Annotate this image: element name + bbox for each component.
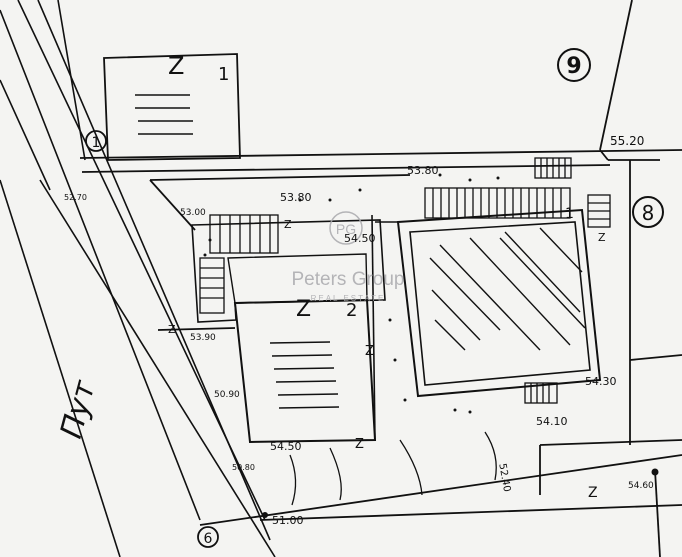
building-labels: Z 1 Z 2 1 — [168, 52, 574, 322]
parcel-boundaries — [79, 0, 682, 557]
watermark-tagline: REAL ESTATE — [311, 294, 386, 303]
watermark-logo-icon — [329, 211, 363, 245]
parcel-number-1: 1 — [92, 135, 101, 151]
street-name: Пут — [54, 376, 103, 442]
parcel-1-circle — [85, 130, 107, 152]
building-z2-number: 2 — [346, 300, 357, 321]
elevation-label: 54.60 — [628, 481, 654, 491]
parcel-9-circle — [557, 48, 591, 82]
watermark-monogram: PG — [336, 221, 356, 237]
staircases — [199, 157, 611, 404]
z-mark: Z — [365, 344, 374, 359]
parcel-number-markers: 9 8 1 6 — [85, 48, 664, 548]
elevation-label: 54.10 — [536, 415, 568, 428]
z-mark: Z — [355, 437, 364, 452]
z-mark: Z — [168, 323, 176, 336]
elevation-label: 50.90 — [214, 390, 240, 400]
building-z2-letter: Z — [296, 297, 311, 322]
z-mark: Z — [284, 218, 292, 231]
building-z2 — [191, 219, 386, 444]
curved-edges — [289, 431, 497, 506]
building-1-number: 1 — [565, 206, 574, 222]
elevation-label: 52.40 — [496, 463, 512, 493]
watermark-brand: Peters Group — [292, 269, 405, 290]
building-z1 — [103, 53, 241, 161]
parcel-number-6: 6 — [204, 531, 213, 547]
building-1-large — [371, 208, 602, 441]
elevation-label: 55.20 — [610, 134, 644, 148]
z-marks: Z Z Z Z Z Z — [168, 218, 606, 501]
parcel-6-circle — [197, 526, 219, 548]
parcel-8-circle — [632, 196, 664, 228]
building-z1-number: 1 — [218, 64, 229, 85]
elevation-label: 54.50 — [270, 440, 302, 453]
elevation-label: 54.50 — [344, 232, 376, 245]
parcel-number-8: 8 — [642, 201, 655, 225]
elevation-label: 54.30 — [585, 375, 617, 388]
z-mark: Z — [598, 231, 606, 244]
elevation-labels: 55.20 53.80 53.80 53.00 54.50 53.90 50.9… — [64, 134, 654, 527]
parcel-number-9: 9 — [566, 54, 581, 79]
building-z1-letter: Z — [168, 52, 184, 80]
elevation-label: 51.00 — [272, 514, 304, 527]
elevation-label: 53.00 — [180, 208, 206, 218]
z-mark: Z — [588, 485, 598, 501]
elevation-label: 50.80 — [232, 463, 255, 472]
peters-group-watermark: PG Peters Group REAL ESTATE — [292, 211, 405, 303]
road-lines — [0, 0, 276, 557]
elevation-label: 53.90 — [190, 333, 216, 343]
elevation-label: 53.80 — [407, 164, 439, 177]
elevation-label: 53.80 — [280, 191, 312, 204]
survey-dots — [203, 173, 659, 518]
elevation-label: 52.70 — [64, 193, 87, 202]
